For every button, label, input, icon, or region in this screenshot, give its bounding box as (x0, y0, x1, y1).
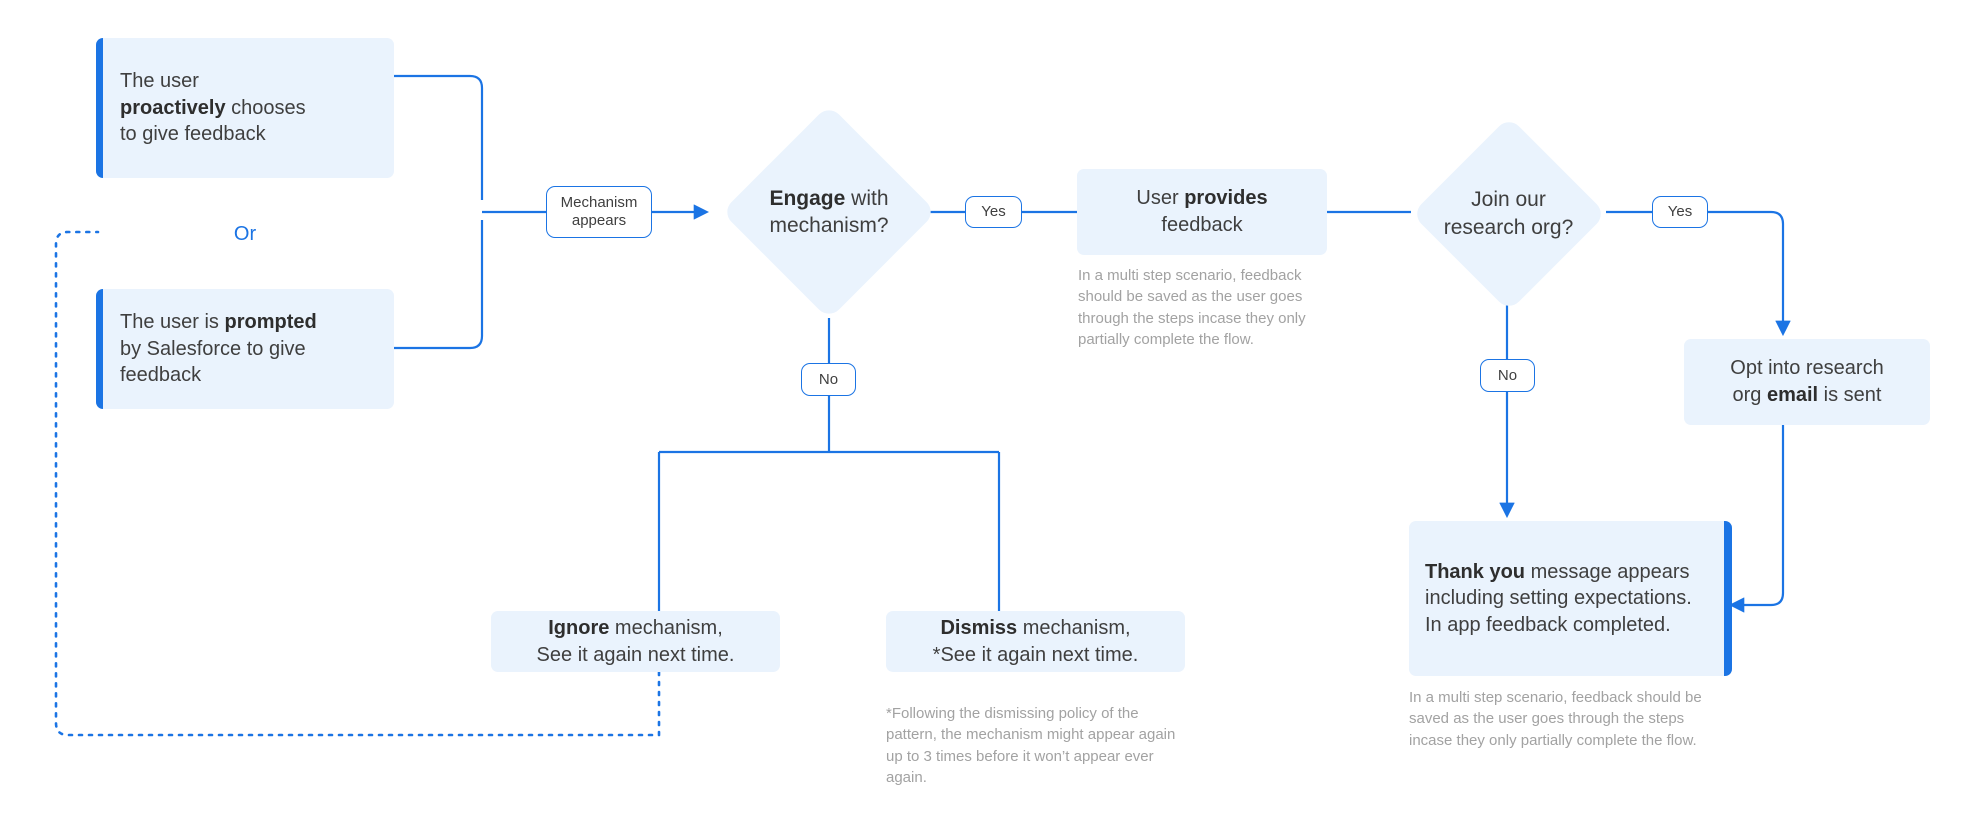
decision-label-line2: mechanism? (769, 214, 889, 237)
node-text-line: The user (120, 70, 199, 93)
node-text-line2: See it again next time. (536, 643, 735, 666)
node-text-line2: *See it again next time. (932, 643, 1139, 666)
node-text-bold: prompted (224, 311, 317, 334)
caption-user-provides-feedback: In a multi step scenario, feedback shoul… (1078, 267, 1306, 348)
pill-mechanism-appears[interactable]: Mechanism appears (546, 186, 652, 238)
pill-yes-join-research[interactable]: Yes (1652, 196, 1708, 228)
node-text-line2: feedback (1161, 214, 1243, 236)
node-text-line3: feedback (120, 364, 202, 387)
decision-join-research-org[interactable]: Join our research org? (1410, 115, 1607, 312)
node-text-line3: to give feedback (120, 123, 266, 146)
node-text-before: User (1136, 187, 1185, 210)
node-dismiss-mechanism[interactable]: Dismiss mechanism, *See it again next ti… (886, 611, 1185, 672)
pill-label-line1: Mechanism (560, 194, 638, 211)
node-text-bold: proactively (120, 96, 226, 119)
pill-no-engage[interactable]: No (801, 363, 856, 396)
node-text-rest: mechanism, (1017, 616, 1131, 639)
node-text-bold: Dismiss (940, 616, 1018, 639)
decision-label-bold: Engage (769, 186, 846, 210)
decision-label-line2: research org? (1443, 215, 1574, 239)
node-text-bold: Thank you (1425, 560, 1526, 583)
caption-thank-you: In a multi step scenario, feedback shoul… (1409, 689, 1702, 749)
decision-label-line1: Join our (1471, 188, 1546, 212)
node-text-rest: mechanism, (609, 616, 723, 639)
node-text-after2: is sent (1818, 384, 1882, 406)
node-ignore-mechanism[interactable]: Ignore mechanism, See it again next time… (491, 611, 780, 672)
node-text-bold: provides (1184, 187, 1268, 210)
decision-label-rest: with (845, 186, 889, 210)
or-label: Or (233, 223, 257, 245)
node-user-proactively-chooses[interactable]: The user proactively chooses to give fee… (96, 38, 394, 178)
wire-prompted-to-spine (394, 220, 484, 350)
node-user-is-prompted[interactable]: The user is prompted by Salesforce to gi… (96, 289, 394, 409)
node-text-bold: email (1766, 384, 1819, 406)
node-opt-into-research-email[interactable]: Opt into research org email is sent (1684, 339, 1930, 425)
node-text-rest: chooses (225, 96, 306, 119)
pill-yes-engage[interactable]: Yes (965, 196, 1022, 228)
pill-label-line2: appears (571, 212, 627, 229)
decision-engage-with-mechanism[interactable]: Engage with mechanism? (721, 104, 937, 320)
wire-yes2-to-opt (1708, 210, 1791, 337)
node-user-provides-feedback[interactable]: User provides feedback (1077, 169, 1327, 255)
node-text-before2: org (1732, 384, 1767, 406)
pill-no-join-research[interactable]: No (1480, 359, 1535, 392)
node-thank-you-message[interactable]: Thank you message appears including sett… (1409, 521, 1732, 676)
caption-dismiss-policy: *Following the dismissing policy of the … (886, 705, 1176, 786)
wire-opt-to-thankyou (1728, 425, 1785, 613)
node-text-bold: Ignore (548, 616, 610, 639)
node-text-line: The user is (120, 311, 225, 334)
wire-proactive-to-spine (394, 74, 484, 200)
node-text-line1: Opt into research (1730, 357, 1884, 380)
node-text-rest: message appears including setting expect… (1425, 560, 1692, 636)
node-text-line2: by Salesforce to give (120, 337, 306, 360)
